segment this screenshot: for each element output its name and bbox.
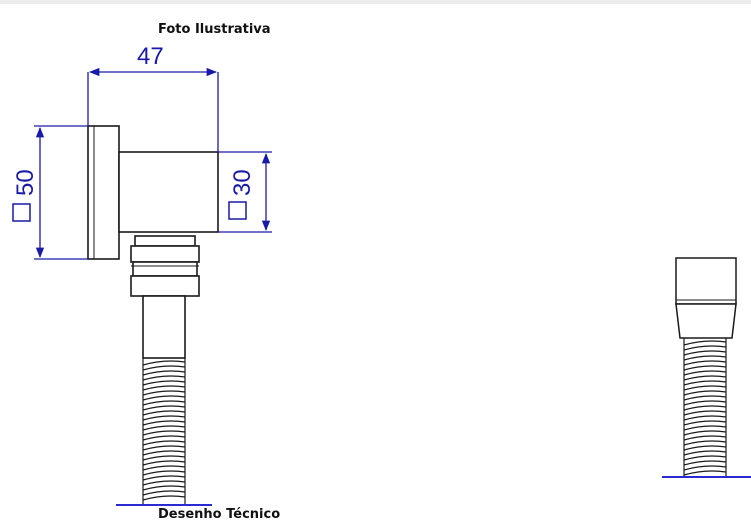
right-hose — [683, 338, 727, 476]
square-symbol-right — [228, 201, 247, 220]
square-symbol-left — [12, 203, 31, 222]
hose-coil — [142, 360, 186, 366]
hose-coil — [683, 405, 727, 411]
hose-coil — [683, 430, 727, 436]
photo-caption: Foto Ilustrativa — [158, 22, 271, 37]
hose-coil — [683, 450, 727, 456]
connector-ring — [132, 261, 198, 277]
wall-plate — [87, 125, 120, 260]
hose-coil — [142, 470, 186, 476]
hose-coil — [683, 345, 727, 351]
dimension-height-right — [218, 151, 272, 233]
dimension-height-left — [34, 125, 88, 260]
drawing-caption: Desenho Técnico — [158, 507, 281, 522]
hose-coil — [142, 435, 186, 441]
hose-coil — [683, 370, 727, 376]
hose-coil — [142, 410, 186, 416]
connector-top — [134, 235, 196, 247]
hose-coil — [683, 385, 727, 391]
hose-coil — [142, 400, 186, 406]
hose-coil — [683, 470, 727, 476]
hose-coil — [142, 445, 186, 451]
hose-coil — [142, 375, 186, 381]
hose-coil — [683, 455, 727, 461]
connector-base — [130, 275, 200, 297]
hose-coil — [683, 445, 727, 451]
hose-coil — [142, 415, 186, 421]
hose-coil — [142, 420, 186, 426]
hose-collar — [142, 295, 186, 359]
hose-end-cap — [675, 257, 737, 305]
hose-coil — [683, 410, 727, 416]
dimension-height-left-label: 50 — [12, 169, 39, 196]
hose-coil — [142, 495, 186, 501]
hose-coil — [683, 360, 727, 366]
hose-end — [675, 257, 737, 339]
outlet-body — [87, 125, 219, 359]
hose-coil — [142, 480, 186, 486]
hose-coil — [683, 435, 727, 441]
hose-coil — [683, 365, 727, 371]
dimension-width — [87, 67, 219, 152]
hose-coil — [142, 460, 186, 466]
left-hose — [142, 358, 186, 504]
hose-coil — [683, 340, 727, 346]
hose-coil — [142, 485, 186, 491]
dimension-width-label: 47 — [137, 43, 164, 70]
hose-coil — [683, 380, 727, 386]
hose-coil — [142, 465, 186, 471]
hose-coil — [142, 425, 186, 431]
hose-coil — [683, 460, 727, 466]
hose-coil — [142, 380, 186, 386]
hose-coil — [683, 375, 727, 381]
hose-coil — [142, 385, 186, 391]
hose-coil — [683, 395, 727, 401]
hose-coil — [142, 440, 186, 446]
hose-coil — [683, 425, 727, 431]
hose-coil — [142, 370, 186, 376]
hose-coil — [142, 405, 186, 411]
hose-coil — [683, 465, 727, 471]
hose-coil — [142, 455, 186, 461]
hose-coil — [683, 390, 727, 396]
hose-coil — [683, 415, 727, 421]
hose-end-taper — [675, 303, 737, 339]
hose-coil — [683, 440, 727, 446]
hose-coil — [142, 490, 186, 496]
hose-coil — [142, 450, 186, 456]
hose-coil — [683, 350, 727, 356]
hose-coil — [142, 395, 186, 401]
outlet-block — [118, 151, 219, 233]
hose-coil — [683, 400, 727, 406]
hose-coil — [142, 430, 186, 436]
dimension-height-right-label: 30 — [229, 169, 256, 196]
hose-coil — [142, 475, 186, 481]
connector-nut — [130, 245, 200, 263]
hose-coil — [142, 390, 186, 396]
hose-coil — [683, 420, 727, 426]
hose-coil — [683, 355, 727, 361]
hose-coil — [142, 365, 186, 371]
top-divider — [0, 0, 751, 4]
